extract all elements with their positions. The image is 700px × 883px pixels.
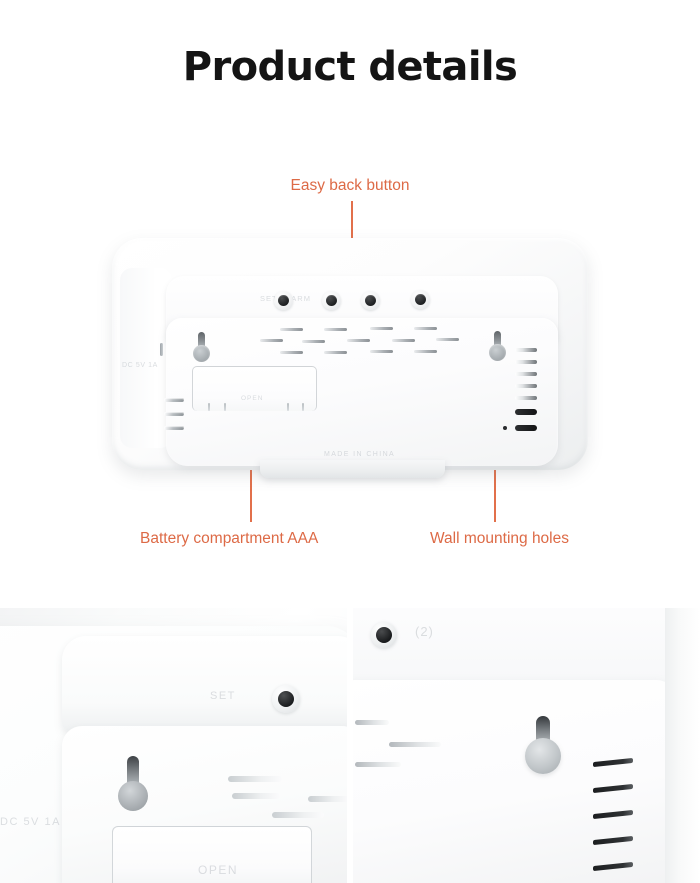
rear-button-3[interactable] bbox=[361, 291, 380, 310]
keyhole-slot bbox=[127, 756, 139, 784]
callout-label-back-button: Easy back button bbox=[290, 177, 410, 194]
keyhole-slot bbox=[494, 331, 501, 347]
side-vent-slot bbox=[164, 412, 184, 416]
rear-button-4[interactable] bbox=[411, 290, 430, 309]
vent-slot bbox=[302, 340, 325, 343]
power-port-slot bbox=[160, 343, 163, 356]
rear-button-2[interactable] bbox=[322, 291, 341, 310]
vent-slot bbox=[414, 327, 437, 330]
detail-right-vent bbox=[389, 742, 441, 747]
detail-right-vent bbox=[355, 762, 401, 767]
keyhole-slot bbox=[536, 716, 550, 744]
keyhole-circle bbox=[193, 345, 210, 362]
reset-hole[interactable] bbox=[503, 426, 507, 430]
speaker-vent-slot bbox=[515, 384, 537, 388]
side-vent-slot bbox=[164, 426, 184, 430]
door-notch bbox=[208, 403, 210, 411]
wall-mount-keyhole-left bbox=[193, 332, 210, 362]
battery-compartment-door[interactable]: OPEN bbox=[192, 366, 317, 411]
device-side-strip bbox=[120, 268, 172, 448]
emboss-foot-label: MADE IN CHINA bbox=[324, 451, 396, 458]
detail-closeup-row: SET OPEN DC 5V 1A (2) bbox=[0, 608, 700, 883]
detail-left-emboss-set: SET bbox=[210, 690, 236, 702]
vent-slot bbox=[370, 350, 393, 353]
emboss-door-label: OPEN bbox=[241, 395, 264, 402]
product-rear-view: DC 5V 1A SET ALARM bbox=[112, 238, 588, 478]
vent-slot bbox=[392, 339, 415, 342]
device-stand-foot bbox=[260, 460, 445, 478]
keyhole-circle bbox=[118, 781, 148, 811]
page-title: Product details bbox=[182, 44, 518, 90]
speaker-vent-slot bbox=[515, 409, 537, 415]
door-notch bbox=[287, 403, 289, 411]
detail-left-keyhole bbox=[118, 756, 148, 811]
vent-slot bbox=[414, 350, 437, 353]
vent-slot bbox=[260, 339, 283, 342]
detail-right-upper-panel bbox=[353, 608, 700, 683]
keyhole-circle bbox=[525, 738, 561, 774]
vent-slot bbox=[436, 338, 459, 341]
detail-left-emboss-rating: DC 5V 1A bbox=[0, 816, 61, 828]
detail-panel-left: SET OPEN DC 5V 1A bbox=[0, 608, 347, 883]
vent-slot bbox=[280, 351, 303, 354]
detail-left-vent bbox=[308, 796, 347, 802]
speaker-vent-slot bbox=[515, 348, 537, 352]
detail-right-edge bbox=[665, 608, 700, 883]
detail-right-vent bbox=[355, 720, 389, 725]
vent-slot bbox=[324, 351, 347, 354]
wall-mount-keyhole-right bbox=[489, 331, 506, 361]
detail-panel-divider bbox=[347, 608, 353, 883]
keyhole-circle bbox=[489, 344, 506, 361]
callout-label-mounting: Wall mounting holes bbox=[430, 530, 569, 547]
vent-slot bbox=[347, 339, 370, 342]
keyhole-slot bbox=[198, 332, 205, 348]
speaker-vent-slot bbox=[515, 372, 537, 376]
side-vent-slot bbox=[164, 398, 184, 402]
rear-button-1[interactable] bbox=[274, 291, 293, 310]
speaker-vent-slot bbox=[515, 360, 537, 364]
product-details-section: Product details Easy back button Battery… bbox=[112, 44, 588, 547]
detail-left-upper-panel bbox=[62, 636, 347, 731]
detail-right-keyhole bbox=[525, 716, 561, 774]
detail-left-vent bbox=[272, 812, 324, 818]
detail-panel-right: (2) bbox=[353, 608, 700, 883]
vent-slot bbox=[370, 327, 393, 330]
emboss-power-rating: DC 5V 1A bbox=[122, 362, 158, 369]
detail-right-emboss: (2) bbox=[415, 624, 434, 639]
vent-slot bbox=[280, 328, 303, 331]
vent-slot-grid bbox=[260, 326, 462, 362]
detail-left-rear-button[interactable] bbox=[272, 685, 300, 713]
door-notch bbox=[302, 403, 304, 411]
callout-label-battery: Battery compartment AAA bbox=[140, 530, 319, 547]
vent-slot bbox=[324, 328, 347, 331]
detail-left-emboss-open: OPEN bbox=[198, 863, 239, 877]
detail-left-battery-door[interactable] bbox=[112, 826, 312, 883]
detail-right-rear-button[interactable] bbox=[371, 622, 397, 648]
speaker-vent-slot bbox=[515, 425, 537, 431]
door-notch bbox=[224, 403, 226, 411]
speaker-vent-slot bbox=[515, 396, 537, 400]
detail-left-vent bbox=[228, 776, 282, 782]
detail-right-lower-panel bbox=[353, 680, 678, 883]
detail-left-vent bbox=[232, 793, 280, 799]
